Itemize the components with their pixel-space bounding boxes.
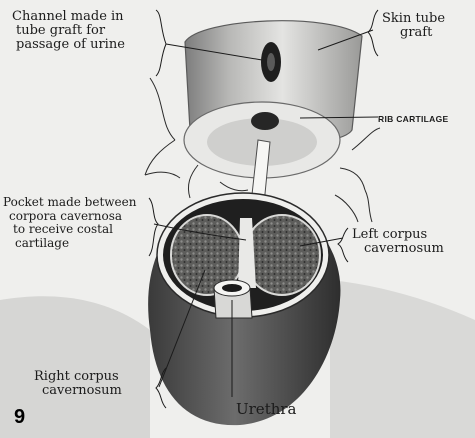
figure-number: 9	[14, 406, 25, 429]
label-channel-line-2: tube graft for	[12, 24, 125, 38]
label-left-corpus-line-1: Left corpus	[352, 228, 444, 242]
label-pocket-line-3: to receive costal	[3, 223, 136, 237]
label-right-corpus: Right corpus cavernosum	[34, 370, 122, 398]
label-channel-line-1: Channel made in	[12, 10, 125, 24]
label-pocket-line-1: Pocket made between	[3, 196, 136, 210]
urethra-lumen	[222, 284, 242, 292]
label-right-corpus-line-2: cavernosum	[34, 384, 122, 398]
label-left-corpus-line-2: cavernosum	[352, 242, 444, 256]
label-skin-tube: Skin tube graft	[382, 12, 445, 40]
label-pocket-line-4: cartilage	[3, 237, 136, 251]
label-pocket-line-2: corpora cavernosa	[3, 210, 136, 224]
label-left-corpus: Left corpus cavernosum	[352, 228, 444, 256]
label-skin-tube-line-2: graft	[382, 26, 445, 40]
label-rib-cartilage: RIB CARTILAGE	[378, 112, 448, 126]
label-skin-tube-line-1: Skin tube	[382, 12, 445, 26]
label-urethra: Urethra	[236, 402, 297, 416]
label-right-corpus-line-1: Right corpus	[34, 370, 122, 384]
channel-lumen	[267, 53, 275, 71]
channel-inner-opening	[251, 112, 279, 130]
label-channel: Channel made in tube graft for passage o…	[12, 10, 125, 52]
label-channel-line-3: passage of urine	[12, 38, 125, 52]
label-pocket: Pocket made between corpora cavernosa to…	[3, 196, 136, 250]
